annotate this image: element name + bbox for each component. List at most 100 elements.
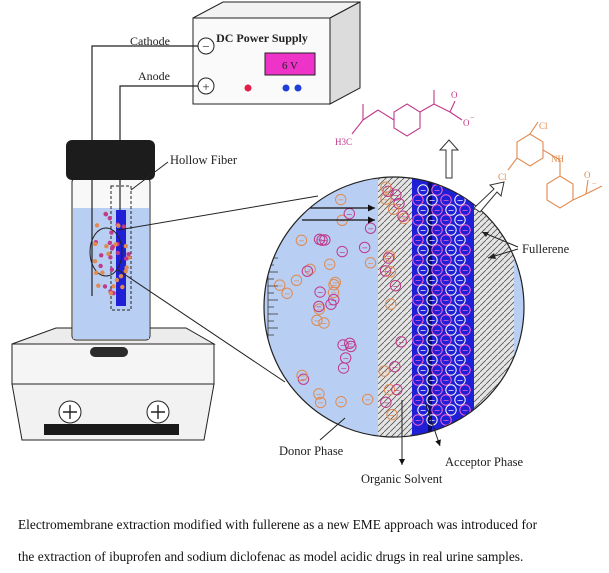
donor-ion: − [335, 193, 347, 206]
acceptor-ion: − [412, 194, 424, 206]
donor-ion: − [311, 314, 323, 327]
svg-text:−: − [420, 306, 427, 315]
cathode-label: Cathode [130, 34, 170, 48]
svg-text:−: − [386, 252, 393, 261]
svg-text:−: − [330, 296, 337, 305]
svg-text:−: − [420, 406, 427, 415]
acceptor-ion: − [459, 324, 471, 336]
svg-text:−: − [367, 224, 374, 233]
acceptor-ion: − [412, 394, 424, 406]
donor-ion: − [290, 274, 303, 287]
ibuprofen-methyl-label: H3C [335, 137, 352, 147]
acceptor-ion: − [426, 194, 438, 206]
vial-dot [107, 215, 113, 221]
donor-ion: − [364, 257, 377, 269]
acceptor-ion: − [459, 404, 471, 416]
vial-dot [104, 244, 109, 249]
ibuprofen-charge: − [470, 113, 475, 122]
acceptor-ion: − [417, 344, 429, 356]
vial-dot [96, 283, 101, 288]
svg-text:−: − [307, 265, 314, 274]
svg-text:−: − [457, 296, 464, 305]
svg-text:−: − [415, 276, 422, 285]
vial-dot [121, 224, 127, 229]
svg-text:−: − [429, 196, 436, 205]
acceptor-ion: − [412, 314, 424, 326]
vial-dot [126, 251, 131, 257]
svg-text:−: − [429, 296, 436, 305]
acceptor-ion: − [454, 374, 466, 386]
acceptor-ion: − [445, 324, 457, 336]
svg-text:−: − [434, 246, 441, 255]
acceptor-ion: − [412, 294, 424, 306]
vial-dot [123, 256, 129, 261]
vial-dot [114, 277, 120, 283]
svg-text:−: − [337, 196, 344, 205]
donor-ion: − [324, 258, 336, 270]
zoom-source-ellipse [89, 227, 123, 277]
donor-ion: − [340, 352, 352, 364]
svg-text:−: − [448, 246, 455, 255]
donor-ion: − [336, 245, 348, 258]
vial-dot [109, 246, 115, 251]
svg-text:−: − [429, 356, 436, 365]
acceptor-ion: − [417, 324, 429, 336]
svg-text:−: − [415, 396, 422, 405]
svg-text:−: − [429, 316, 436, 325]
svg-text:−: − [457, 256, 464, 265]
anode-wire [119, 85, 198, 140]
ibuprofen-o-label: O [451, 90, 458, 100]
svg-text:−: − [429, 216, 436, 225]
svg-text:−: − [462, 406, 469, 415]
svg-text:−: − [386, 386, 393, 395]
membrane-ion: − [384, 266, 397, 278]
svg-text:−: − [434, 226, 441, 235]
acceptor-phase-label: Acceptor Phase [445, 455, 524, 469]
vial-dot [123, 268, 128, 274]
acceptor-ion: − [440, 274, 452, 286]
donor-ion: − [337, 339, 349, 351]
donor-ion: − [274, 279, 286, 291]
svg-text:−: − [390, 205, 397, 214]
svg-text:−: − [415, 296, 422, 305]
svg-text:−: − [420, 386, 427, 395]
acceptor-ion: − [459, 284, 471, 296]
acceptor-ion: − [459, 344, 471, 356]
voltage-display [264, 52, 316, 76]
svg-text:−: − [443, 256, 450, 265]
acceptor-ion: − [445, 224, 457, 236]
membrane-ion: − [385, 298, 397, 310]
vial-dot [103, 212, 109, 217]
acceptor-ion: − [440, 414, 452, 426]
donor-ion: − [314, 286, 326, 298]
svg-text:−: − [443, 216, 450, 225]
minus-symbol: − [202, 39, 209, 54]
vial-dot [106, 251, 111, 257]
svg-text:−: − [276, 281, 283, 290]
acceptor-ion: − [445, 244, 457, 256]
svg-text:−: − [443, 276, 450, 285]
svg-text:−: − [316, 236, 323, 245]
svg-text:−: − [448, 326, 455, 335]
caption-line-2: the extraction of ibuprofen and sodium d… [18, 549, 524, 564]
vial-dot [98, 263, 103, 269]
svg-text:−: − [340, 341, 347, 350]
svg-text:−: − [415, 196, 422, 205]
svg-text:−: − [457, 356, 464, 365]
svg-text:−: − [299, 372, 306, 381]
svg-text:−: − [293, 277, 300, 286]
vial-dot [123, 243, 129, 249]
acceptor-ion: − [431, 244, 443, 256]
svg-text:−: − [420, 226, 427, 235]
svg-text:−: − [429, 396, 436, 405]
svg-text:−: − [434, 286, 441, 295]
svg-text:−: − [462, 226, 469, 235]
membrane-ion: − [383, 383, 396, 396]
donor-ion: − [361, 393, 374, 406]
acceptor-ion: − [459, 384, 471, 396]
svg-text:−: − [420, 366, 427, 375]
svg-text:−: − [448, 306, 455, 315]
donor-ion: − [313, 300, 325, 313]
acceptor-ion: − [412, 334, 424, 346]
